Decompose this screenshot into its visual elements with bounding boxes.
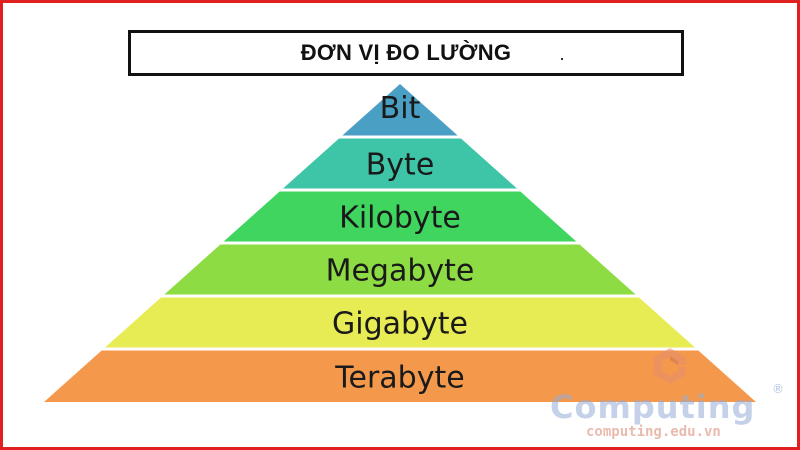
watermark-brand: Computing xyxy=(550,388,756,426)
pyramid-tier-byte: Byte xyxy=(283,138,517,189)
tier-shape xyxy=(283,138,517,189)
tier-label: Megabyte xyxy=(326,254,475,289)
tier-label: Bit xyxy=(380,91,421,126)
pyramid-tier-bit: Bit xyxy=(342,84,458,136)
page-title: ĐƠN VỊ ĐO LƯỜNG xyxy=(300,40,512,65)
computing-logo-icon xyxy=(654,348,686,384)
pyramid-tier-gigabyte: Gigabyte xyxy=(105,297,695,348)
tier-shape xyxy=(342,84,458,136)
tier-shape xyxy=(105,297,695,348)
registered-mark: ® xyxy=(772,382,784,396)
tier-label: Gigabyte xyxy=(332,307,468,342)
title-box: ĐƠN VỊ ĐO LƯỜNG xyxy=(128,30,684,76)
pyramid-tier-megabyte: Megabyte xyxy=(164,244,636,295)
title-dot xyxy=(561,58,563,60)
tier-label: Terabyte xyxy=(334,360,464,395)
computing-watermark: Computing ® computing.edu.vn xyxy=(550,342,790,442)
tier-shape xyxy=(164,244,636,295)
pyramid-tier-kilobyte: Kilobyte xyxy=(223,191,577,242)
tier-label: Kilobyte xyxy=(339,201,461,236)
tier-shape xyxy=(44,350,756,402)
tier-label: Byte xyxy=(366,148,435,183)
tier-shape xyxy=(223,191,577,242)
watermark-url: computing.edu.vn xyxy=(586,424,721,440)
pyramid-tier-terabyte: Terabyte xyxy=(44,350,756,402)
